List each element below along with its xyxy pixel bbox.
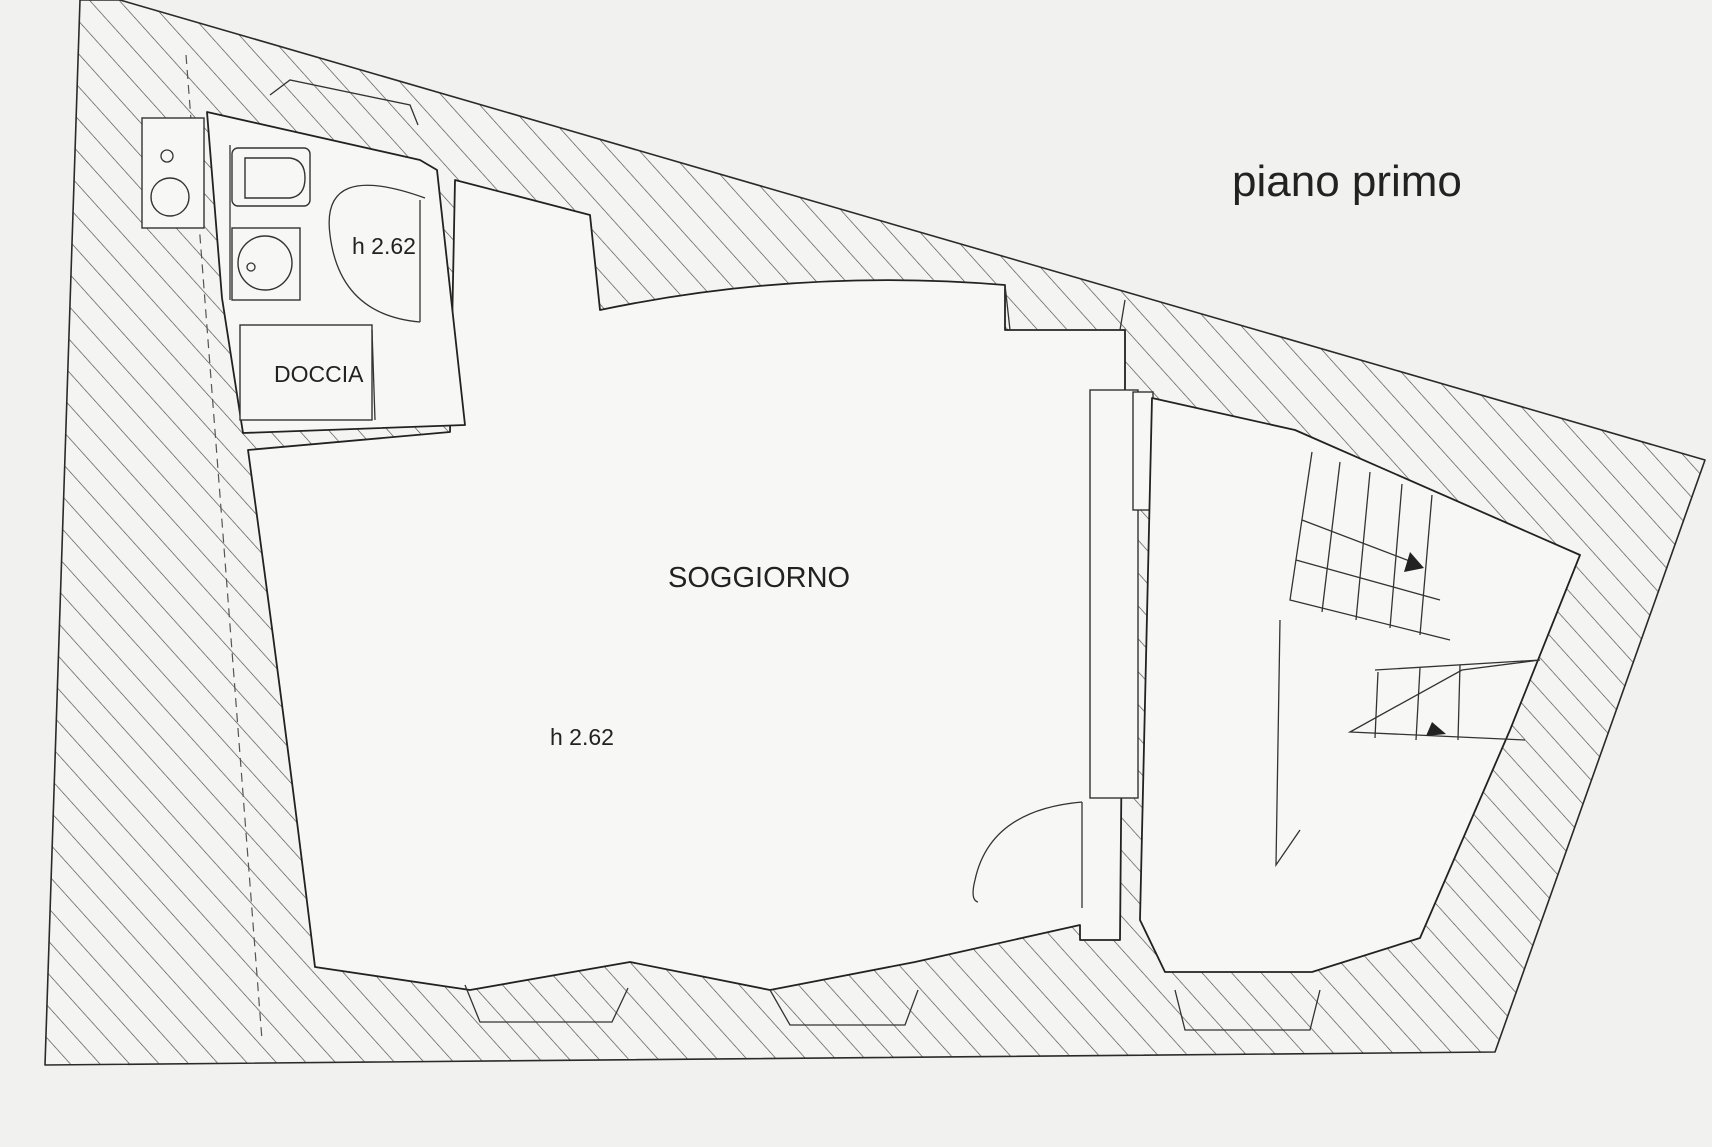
shower-divider xyxy=(371,329,376,421)
sink-tap-icon xyxy=(246,262,256,272)
outer-washbasin xyxy=(150,177,190,217)
living-room-height-label: h 2.62 xyxy=(550,724,614,750)
window-sill-bottom-left xyxy=(464,984,629,1023)
window-sill-bottom-center xyxy=(769,989,919,1026)
window-sill-top-right xyxy=(1004,284,1126,331)
partition-wall-left xyxy=(1089,389,1139,799)
window-sill-top-bathroom xyxy=(269,79,419,126)
shower-tray xyxy=(239,324,373,421)
living-room-label: SOGGIORNO xyxy=(668,562,850,594)
window-sill-bottom-right xyxy=(1174,989,1321,1031)
stair-handrail xyxy=(1275,619,1301,868)
staircase-icon xyxy=(1289,451,1541,741)
toilet-bowl xyxy=(244,157,306,199)
shower-label: DOCCIA xyxy=(274,361,364,387)
stair-hall-floor xyxy=(1139,397,1581,973)
bathroom-height-label: h 2.62 xyxy=(352,233,416,259)
outer-washbasin-drain xyxy=(160,149,174,163)
hall-door-swing xyxy=(972,801,1083,903)
outer-washbasin-shelf xyxy=(141,117,205,229)
living-room-floor xyxy=(247,179,1126,991)
floor-title: piano primo xyxy=(1232,157,1462,206)
sink-icon xyxy=(237,235,293,291)
bathroom-door-swing xyxy=(328,184,426,323)
